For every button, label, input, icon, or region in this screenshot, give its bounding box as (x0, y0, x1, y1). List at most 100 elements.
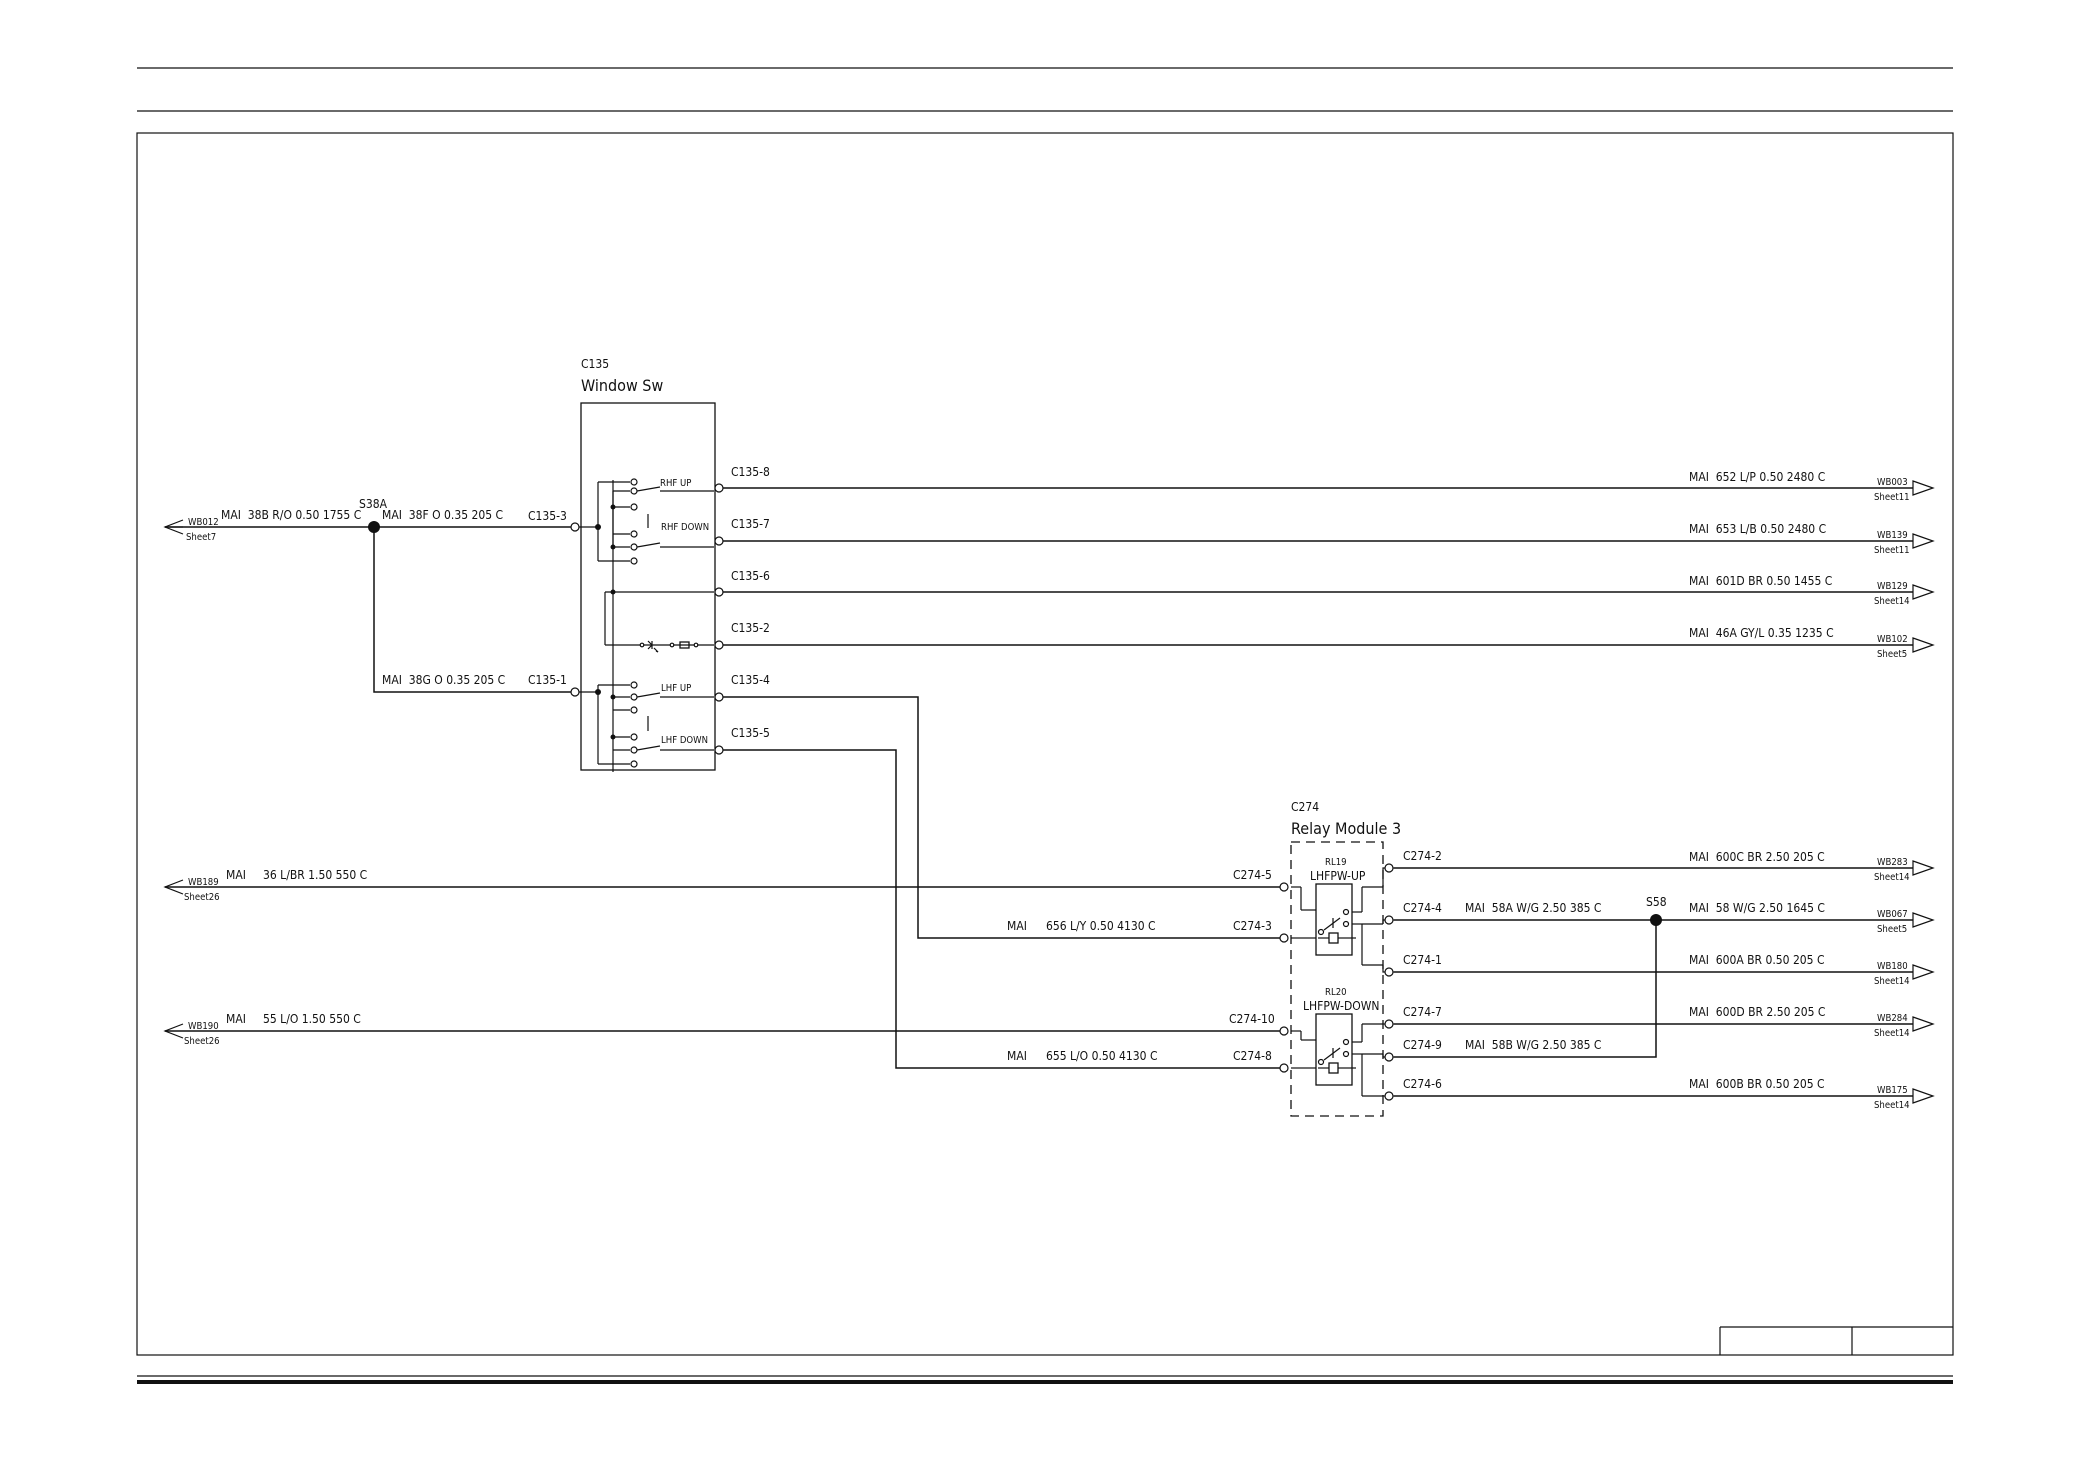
wire-652: MAI 652 L/P 0.50 2480 C (1689, 470, 1825, 484)
wire-600a: MAI 600A BR 0.50 205 C (1689, 953, 1825, 967)
offpage-wb190: WB190 Sheet26 (163, 1021, 220, 1047)
pin-c274-4: C274-4 (1403, 901, 1442, 915)
offpage-wb189: WB189 Sheet26 (163, 877, 220, 903)
wire-600c: MAI 600C BR 2.50 205 C (1689, 850, 1825, 864)
switch-ref: C135 (581, 357, 609, 371)
offpage-wb175-code: WB175 (1877, 1085, 1908, 1096)
pin-c274-7: C274-7 (1403, 1005, 1442, 1019)
offpage-wb189-sheet: Sheet26 (184, 892, 220, 903)
pin-c274-9: C274-9 (1403, 1038, 1442, 1052)
offpage-wb284-code: WB284 (1877, 1013, 1908, 1024)
wire-55: MAI 55 L/O 1.50 550 C (226, 1012, 361, 1026)
page-frame (136, 67, 1954, 1384)
pin-c135-4: C135-4 (731, 673, 770, 687)
splice-s38a-label: S38A (359, 497, 388, 511)
offpage-left: WB012 Sheet7 WB189 Sheet26 WB190 Sheet26 (163, 517, 220, 1047)
offpage-wb012-sheet: Sheet7 (186, 532, 216, 543)
pin-c135-5: C135-5 (731, 726, 770, 740)
offpage-wb283-code: WB283 (1877, 857, 1908, 868)
offpage-wb003: WB003 Sheet11 (1874, 477, 1935, 503)
pin-c274-10: C274-10 (1229, 1012, 1275, 1026)
pin-c274-6: C274-6 (1403, 1077, 1442, 1091)
wires (165, 487, 1913, 1097)
wire-labels: MAI 38B R/O 0.50 1755 C MAI 38F O 0.35 2… (221, 470, 1834, 1091)
offpage-wb139-sheet: Sheet11 (1874, 545, 1910, 556)
relay-rl20: RL20 LHFPW-DOWN (1300, 987, 1380, 1096)
offpage-wb139-code: WB139 (1877, 530, 1908, 541)
pin-c135-6: C135-6 (731, 569, 770, 583)
offpage-wb190-code: WB190 (188, 1021, 219, 1032)
relay-rl20-name: LHFPW-DOWN (1303, 999, 1380, 1013)
offpage-wb102-sheet: Sheet5 (1877, 649, 1907, 660)
offpage-wb189-code: WB189 (188, 877, 219, 888)
relay-module: C274 Relay Module 3 RL19 LHFPW-UP RL2 (1290, 800, 1401, 1117)
relay-rl20-ref: RL20 (1325, 987, 1347, 998)
wire-601d: MAI 601D BR 0.50 1455 C (1689, 574, 1832, 588)
pin-c135-2: C135-2 (731, 621, 770, 635)
offpage-wb190-sheet: Sheet26 (184, 1036, 220, 1047)
relay-module-outline (1290, 841, 1384, 1117)
splice-s58-dot (1650, 914, 1662, 926)
wire-656: 656 L/Y 0.50 4130 C (1046, 919, 1156, 933)
wire-600b: MAI 600B BR 0.50 205 C (1689, 1077, 1825, 1091)
offpage-wb067-sheet: Sheet5 (1877, 924, 1907, 935)
offpage-wb284-sheet: Sheet14 (1874, 1028, 1910, 1039)
offpage-wb129: WB129 Sheet14 (1874, 581, 1935, 607)
lhf-switch-contacts: LHF UP LHF DOWN (595, 681, 714, 768)
pin-c274-3: C274-3 (1233, 919, 1272, 933)
offpage-wb129-code: WB129 (1877, 581, 1908, 592)
pin-c274-5: C274-5 (1233, 868, 1272, 882)
pin-labels: C135-3 C135-1 C135-8 C135-7 C135-6 C135-… (528, 465, 1442, 1091)
wire-655: 655 L/O 0.50 4130 C (1046, 1049, 1158, 1063)
offpage-wb012-code: WB012 (188, 517, 219, 528)
wire-600d: MAI 600D BR 2.50 205 C (1689, 1005, 1825, 1019)
pin-c135-7: C135-7 (731, 517, 770, 531)
relay-module-ref: C274 (1291, 800, 1319, 814)
offpage-right: WB003 Sheet11 WB139 Sheet11 WB129 Sheet1… (1874, 477, 1935, 1111)
offpage-wb175: WB175 Sheet14 (1874, 1085, 1935, 1111)
switch-illumination (639, 640, 714, 653)
offpage-wb139: WB139 Sheet11 (1874, 530, 1935, 556)
offpage-wb067-code: WB067 (1877, 909, 1908, 920)
offpage-wb180-code: WB180 (1877, 961, 1908, 972)
relay-rl19-name: LHFPW-UP (1310, 869, 1366, 883)
splice-s38a-dot (368, 521, 380, 533)
pin-c135-3: C135-3 (528, 509, 567, 523)
wire-38g: MAI 38G O 0.35 205 C (382, 673, 505, 687)
switch-name: Window Sw (581, 376, 663, 395)
relay-rl19-ref: RL19 (1325, 857, 1347, 868)
offpage-wb283-sheet: Sheet14 (1874, 872, 1910, 883)
offpage-wb012: WB012 Sheet7 (163, 517, 219, 543)
offpage-wb003-code: WB003 (1877, 477, 1908, 488)
offpage-wb003-sheet: Sheet11 (1874, 492, 1910, 503)
pin-c274-8: C274-8 (1233, 1049, 1272, 1063)
wire-36: MAI 36 L/BR 1.50 550 C (226, 868, 367, 882)
offpage-wb102: WB102 Sheet5 (1877, 634, 1935, 660)
wire-38f: MAI 38F O 0.35 205 C (382, 508, 503, 522)
wire-653: MAI 653 L/B 0.50 2480 C (1689, 522, 1826, 536)
pin-c135-8: C135-8 (731, 465, 770, 479)
rhf-up-label: RHF UP (660, 478, 691, 489)
offpage-wb102-code: WB102 (1877, 634, 1908, 645)
wire-38b: MAI 38B R/O 0.50 1755 C (221, 508, 361, 522)
window-switch: C135 Window Sw RHF UP RHF DOWN (578, 357, 716, 772)
offpage-wb180-sheet: Sheet14 (1874, 976, 1910, 987)
wire-58b: MAI 58B W/G 2.50 385 C (1465, 1038, 1601, 1052)
relay-rl19: RL19 LHFPW-UP (1300, 857, 1366, 965)
offpage-wb067: WB067 Sheet5 (1877, 909, 1935, 935)
lhf-up-label: LHF UP (661, 683, 691, 694)
connector-pins (570, 483, 1394, 1101)
offpage-wb284: WB284 Sheet14 (1874, 1013, 1935, 1039)
switch-body (580, 402, 716, 771)
wire-58a: MAI 58A W/G 2.50 385 C (1465, 901, 1601, 915)
wire-656-mai: MAI (1007, 919, 1027, 933)
splice-s58-label: S58 (1646, 895, 1667, 909)
rhf-down-label: RHF DOWN (661, 522, 709, 533)
offpage-wb129-sheet: Sheet14 (1874, 596, 1910, 607)
pin-c274-1: C274-1 (1403, 953, 1442, 967)
wire-58: MAI 58 W/G 2.50 1645 C (1689, 901, 1825, 915)
offpage-wb175-sheet: Sheet14 (1874, 1100, 1910, 1111)
offpage-wb283: WB283 Sheet14 (1874, 857, 1935, 883)
pin-c274-2: C274-2 (1403, 849, 1442, 863)
